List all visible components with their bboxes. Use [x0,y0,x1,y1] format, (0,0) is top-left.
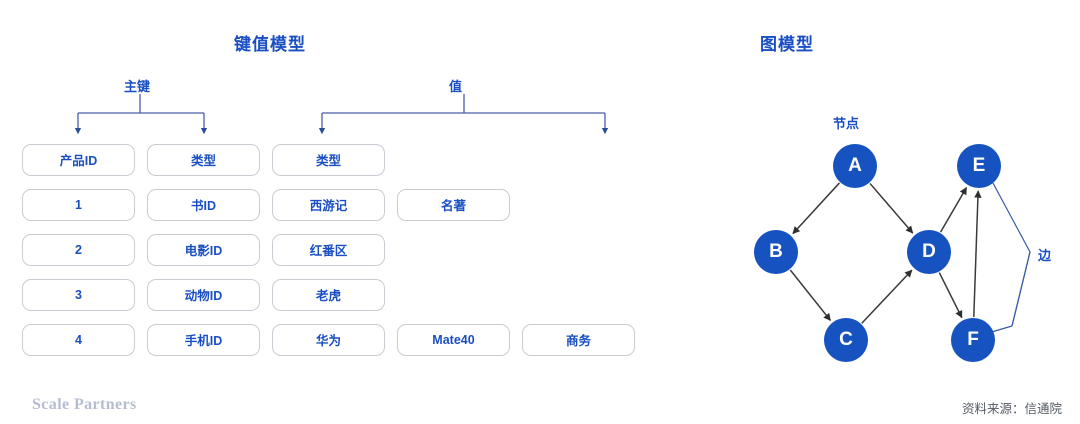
edge-callout-pointer [978,169,1031,336]
graph-edge-b-c [789,269,832,322]
graph-edge-d-e [939,186,968,233]
table-cell: 电影ID [147,233,260,266]
table-cell: 红番区 [272,233,385,266]
node-annotation-label: 节点 [833,116,860,131]
table-cell: 1 [22,188,135,221]
value-bracket [318,94,609,135]
key-value-table: 产品ID 类型类型 1 书ID 西游记名著 2 电影ID 红番区 3 动物ID 老虎 4 手机ID 华为 M… [0,142,647,367]
graph-model-title: 图模型 [760,35,814,54]
table-cell: 3 [22,278,135,311]
key-value-model-title: 键值模型 [234,35,306,54]
graph-node-a: A [833,144,877,188]
table-row: 4 手机ID 华为 Mate40 商务 [0,322,647,357]
edge-annotation-label: 边 [1038,248,1052,263]
table-header-cell: 类型 [147,143,260,176]
table-cell: 名著 [397,188,510,221]
source-attribution: 资料来源：信通院 [961,402,1062,416]
table-cell: 华为 [272,323,385,356]
table-cell: 书ID [147,188,260,221]
graph-edge-f-e [973,190,982,318]
table-row: 3 动物ID 老虎 [0,277,647,312]
table-row: 1 书ID 西游记名著 [0,187,647,222]
graph-edge-d-f [938,272,963,319]
table-cell: 西游记 [272,188,385,221]
primary-key-bracket-label: 主键 [124,79,151,94]
graph-node-e: E [957,144,1001,188]
table-cell: 手机ID [147,323,260,356]
value-bracket-label: 值 [449,79,463,94]
table-cell: 2 [22,233,135,266]
table-cell: 动物ID [147,278,260,311]
table-header-cell: 类型 [272,143,385,176]
table-row: 产品ID 类型类型 [0,142,647,177]
graph-edge-a-b [792,182,840,235]
table-cell: 4 [22,323,135,356]
graph-node-f: F [951,318,995,362]
table-cell: 商务 [522,323,635,356]
graph-edge-a-d [869,182,914,234]
brand-watermark: Scale Partners [32,396,137,413]
table-cell: Mate40 [397,323,510,356]
table-header-cell: 产品ID [22,143,135,176]
primary-key-bracket [74,94,208,135]
table-cell: 老虎 [272,278,385,311]
graph-node-c: C [824,318,868,362]
table-row: 2 电影ID 红番区 [0,232,647,267]
graph-node-d: D [907,230,951,274]
graph-node-b: B [754,230,798,274]
graph-edge-c-d [861,269,913,324]
